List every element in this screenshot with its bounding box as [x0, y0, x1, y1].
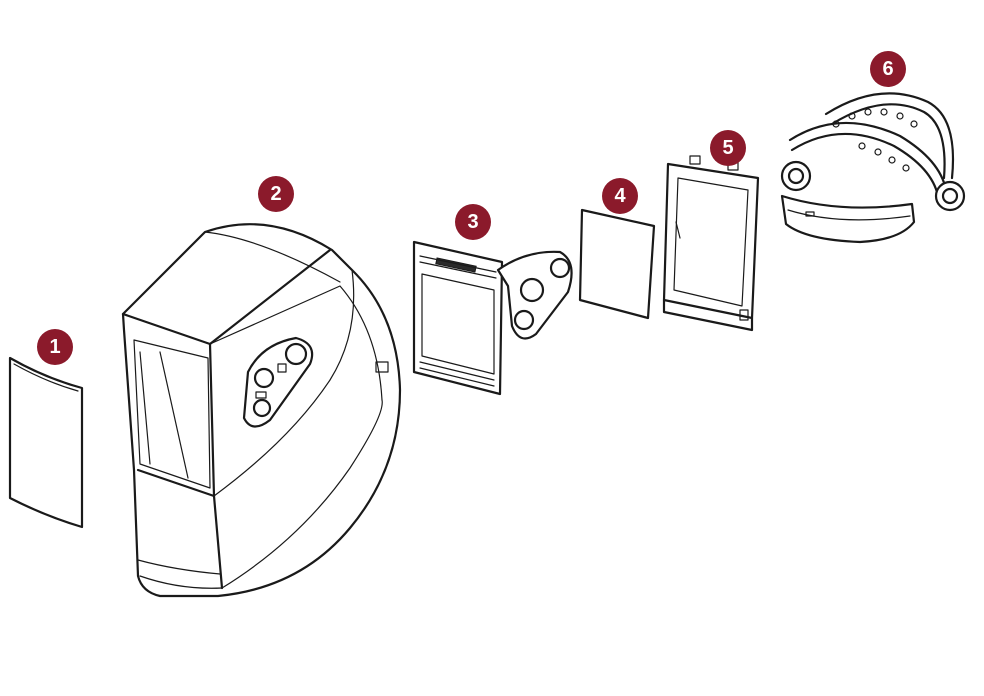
helmet-shell-icon	[121, 223, 402, 598]
part-number-badge-4: 4	[602, 178, 638, 214]
inner-lens-icon	[578, 208, 656, 320]
part-number-badge-2: 2	[258, 176, 294, 212]
auto-darkening-filter-icon	[412, 240, 573, 396]
protective-lens-icon	[8, 356, 84, 529]
filter-frame-icon	[662, 155, 760, 332]
part-number-badge-1: 1	[37, 329, 73, 365]
part-number-badge-6: 6	[870, 51, 906, 87]
part-number-badge-5: 5	[710, 130, 746, 166]
headgear-icon	[780, 92, 966, 244]
part-number-badge-3: 3	[455, 204, 491, 240]
